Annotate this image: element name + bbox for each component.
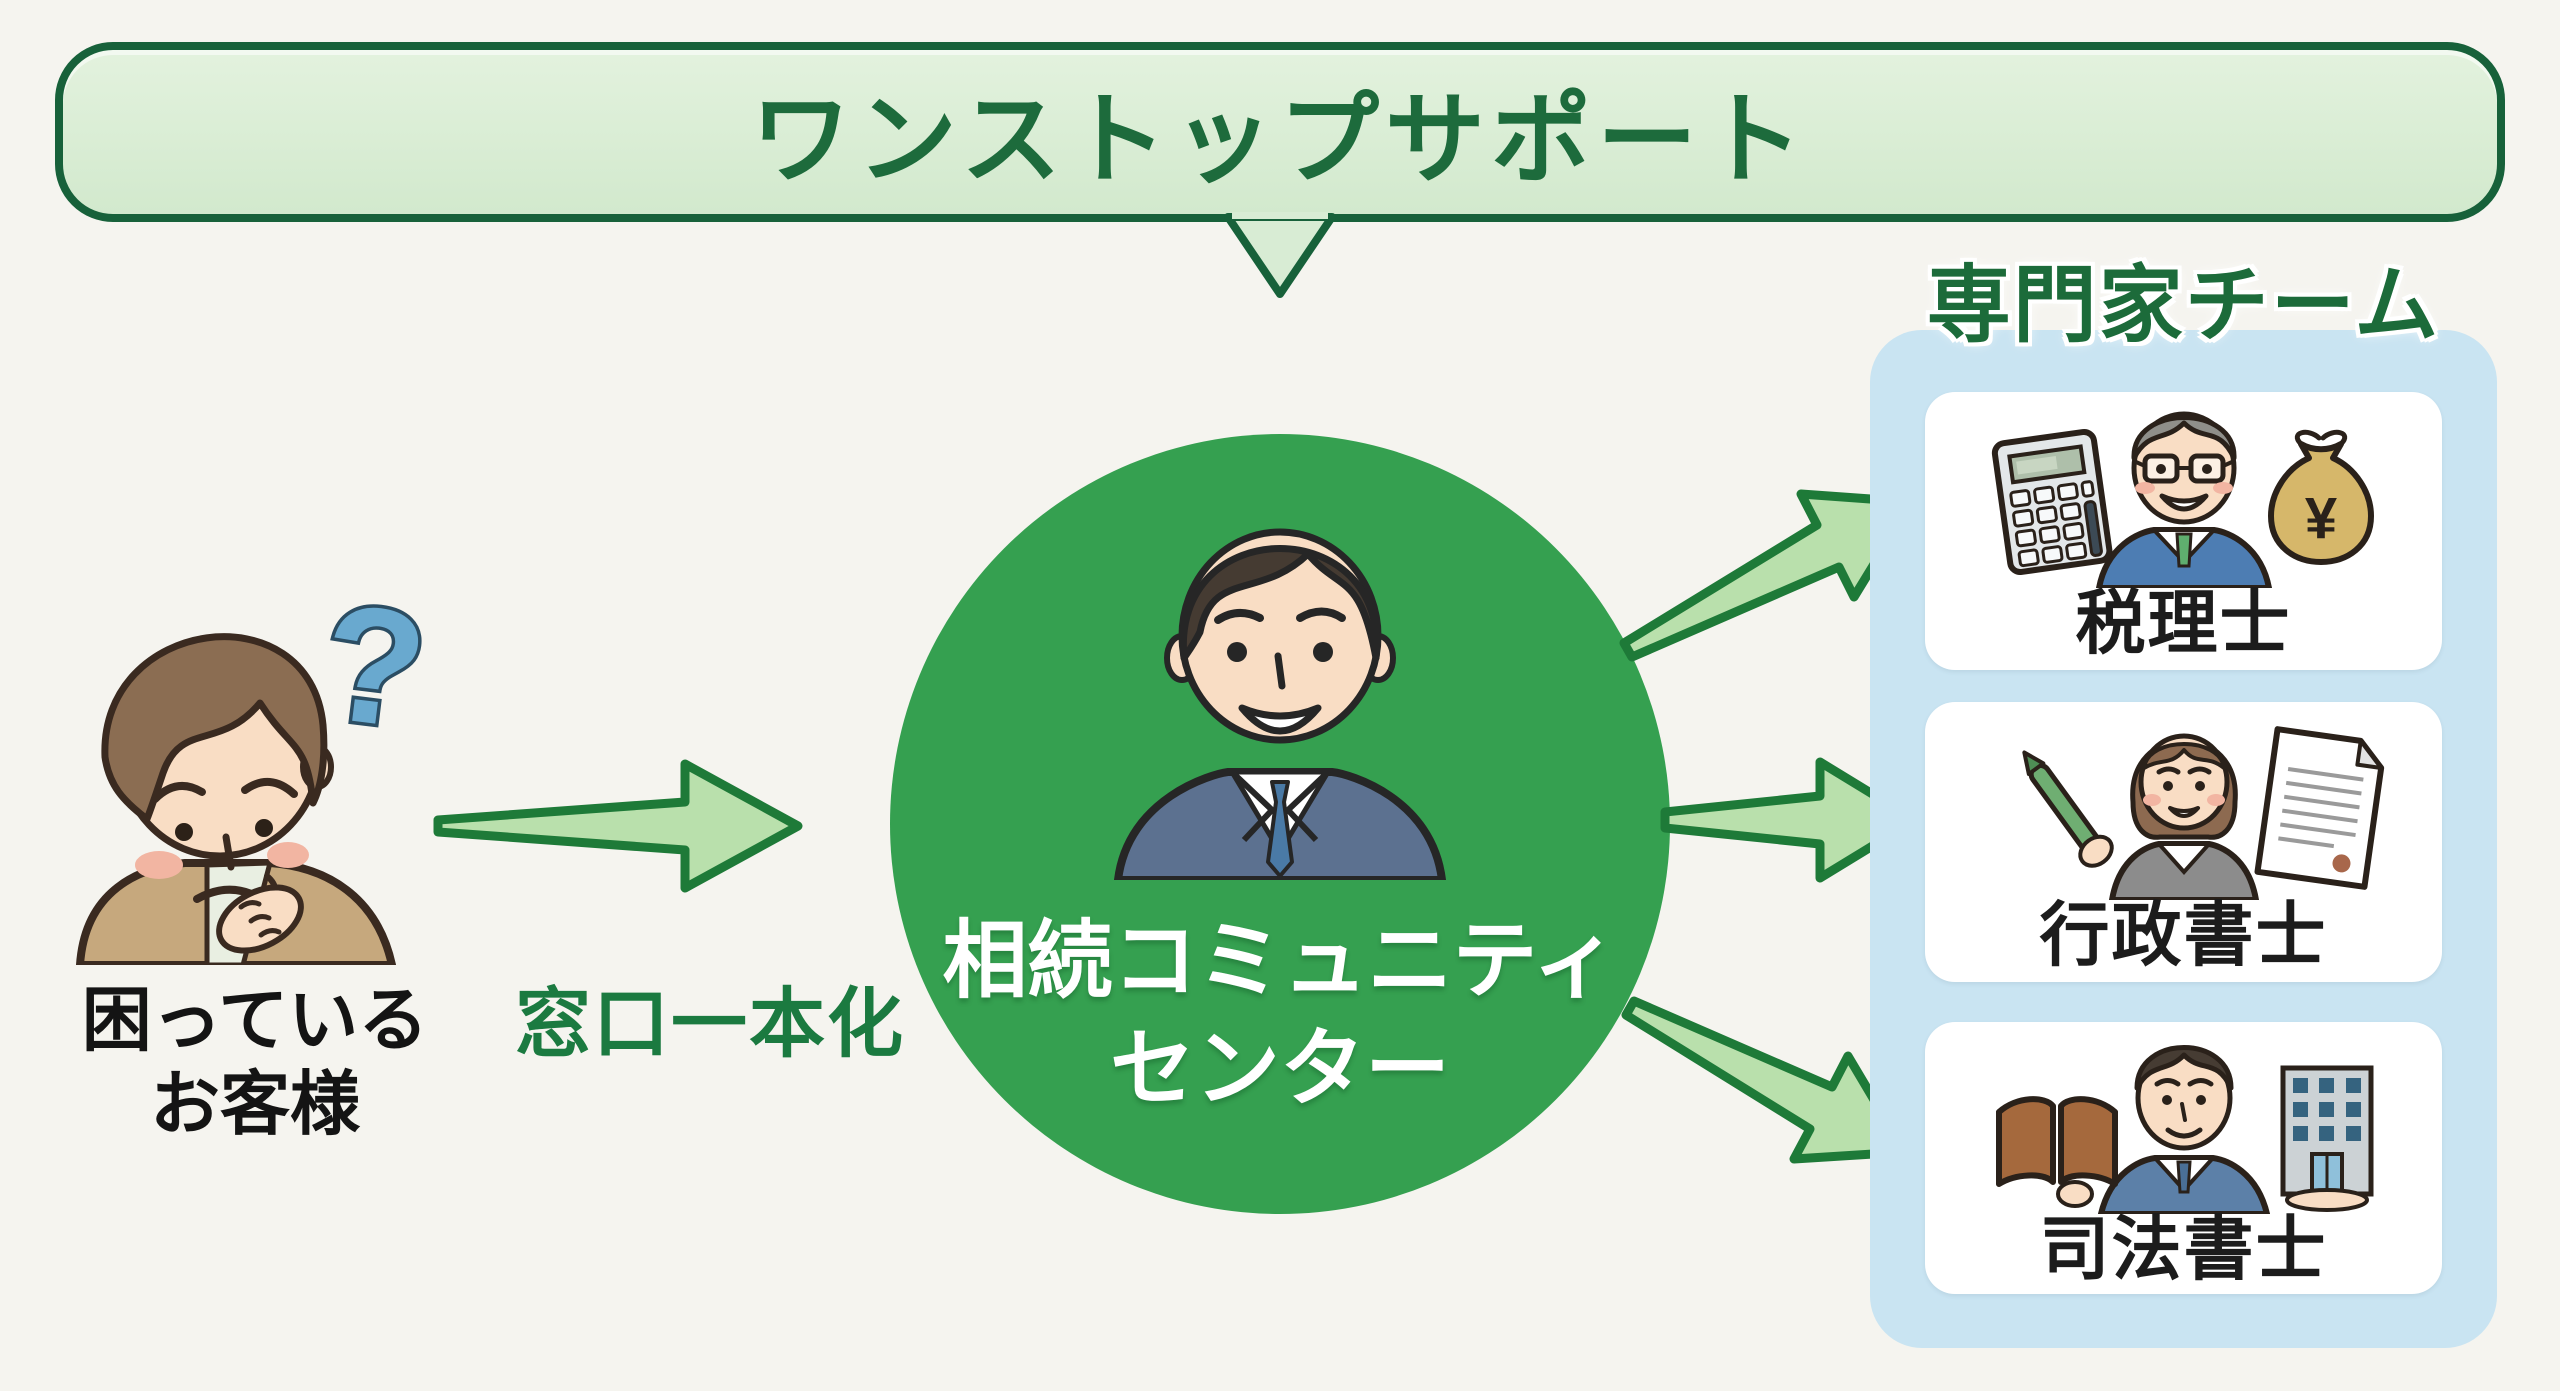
pen-icon	[2021, 750, 2114, 868]
document-icon	[2254, 726, 2384, 890]
tax-accountant-illustration: ¥	[1991, 411, 2374, 588]
judicial-scrivener-illustration	[1995, 1045, 2373, 1214]
expert-label-shiho: 司法書士	[2039, 1210, 2328, 1288]
experts-header: 専門家チーム	[1926, 258, 2441, 352]
main-arrow-icon	[433, 759, 803, 893]
arrow-to-gyosei-icon	[1660, 757, 1920, 883]
center-name-line2: センター	[1109, 1021, 1450, 1117]
arrow-to-tax-icon	[1619, 489, 1917, 662]
question-mark-icon: ?	[313, 569, 435, 764]
center-consultant-illustration	[1114, 528, 1446, 880]
center-label: 相続コミュニティ センター	[890, 908, 1670, 1124]
page-title: ワンストップサポート	[751, 83, 1809, 196]
yen-icon: ¥	[2304, 486, 2336, 551]
customer-label: 困っている お客様	[20, 978, 490, 1146]
expert-card-judicial-scrivener: 司法書士	[1925, 1022, 2442, 1294]
administrative-scrivener-illustration	[2021, 726, 2384, 900]
branch-arrows	[1619, 489, 1920, 1164]
book-icon	[1995, 1096, 2118, 1208]
expert-card-administrative-scrivener: 行政書士	[1925, 702, 2442, 982]
center-name-line1: 相続コミュニティ	[942, 914, 1618, 1009]
expert-label-gyosei: 行政書士	[2039, 896, 2328, 974]
customer-label-line1: 困っている	[81, 981, 429, 1059]
customer-label-line2: お客様	[150, 1065, 360, 1143]
banner-pointer-notch	[1224, 212, 1336, 298]
customer-illustration: ?	[76, 565, 439, 965]
expert-label-tax: 税理士	[2075, 584, 2292, 662]
funnel-label: 窓口一本化	[515, 982, 905, 1067]
money-bag-icon: ¥	[2267, 429, 2374, 565]
calculator-icon	[1991, 428, 2112, 576]
arrow-to-shiho-icon	[1621, 996, 1910, 1164]
expert-card-tax-accountant: ¥ 税理士	[1925, 392, 2442, 670]
building-icon	[2280, 1065, 2373, 1212]
title-banner: ワンストップサポート	[55, 42, 2505, 222]
